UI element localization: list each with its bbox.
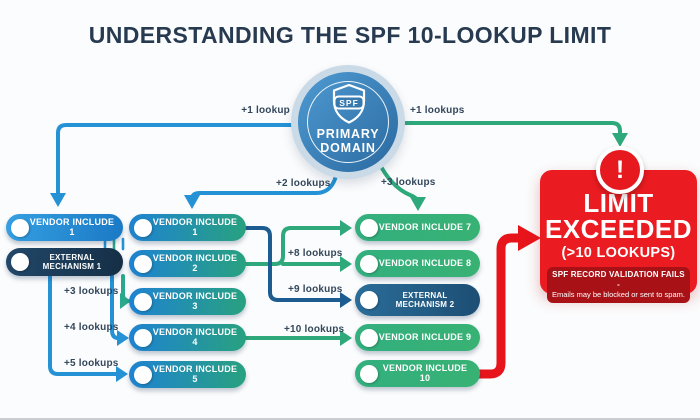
pill-dot-icon [134,292,152,311]
limit-note-body: Emails may be blocked or sent to spam. [552,290,685,299]
svg-text:SPF: SPF [339,98,359,108]
pill-dot-icon [11,218,29,237]
node-right-vendor-include-7: VENDOR INCLUDE 7 [355,214,480,241]
edge-primary-to-limit [356,121,628,147]
pill-dot-icon [360,291,378,309]
edge-label-plus8-lookups: +8 lookups [288,248,343,259]
edge-label-plus1-lookups: +1 lookups [410,105,465,116]
pill-dot-icon [360,254,378,273]
pill-dot-icon [360,364,378,383]
primary-domain-label-line1: PRIMARY [316,127,380,141]
edge-external1-to-mid-vendor4 [110,274,129,346]
node-right-vendor-include-9: VENDOR INCLUDE 9 [355,324,480,351]
pill-dot-icon [11,253,29,271]
limit-subtitle: (>10 LOOKUPS) [561,245,676,261]
pill-dot-icon [134,254,152,273]
spf-shield-icon: SPF [332,84,366,124]
primary-domain-inner-ring [307,81,389,163]
limit-title-line1: LIMIT [583,188,654,218]
limit-title-line2: EXCEEDED [544,214,693,244]
node-right-vendor-include-8: VENDOR INCLUDE 8 [355,250,480,277]
edge-mid-vendor1-to-external2 [244,226,352,308]
bottom-edge-line [0,418,700,420]
edge-mid-vendor4-to-right-vendor9 [244,330,352,346]
primary-domain-label-line2: DOMAIN [320,141,376,155]
pill-dot-icon [134,328,152,347]
node-mid-vendor-include-5: VENDOR INCLUDE 5 [129,361,246,388]
edge-label-plus3-lookups-left: +3 lookups [64,286,119,297]
edge-label-plus1-lookup: +1 lookup [241,105,290,116]
edge-label-plus2-lookups: +2 lookups [276,178,331,189]
edge-label-plus3-lookups-right: +3 lookups [381,177,436,188]
limit-note: SPF RECORD VALIDATION FAILS - Emails may… [547,267,690,303]
node-external-mechanism-1: EXTERNAL MECHANISM 1 [6,248,123,276]
pill-dot-icon [360,328,378,347]
edge-external1-to-mid-vendor3 [120,274,131,309]
node-mid-vendor-include-1: VENDOR INCLUDE 1 [129,214,246,241]
edge-external1-to-mid-vendor5 [48,274,128,382]
edge-primary-to-right-vendor7 [374,154,426,211]
exclamation-icon: ! [596,146,644,194]
edge-mid-vendor2-to-right-vendor8 [281,256,352,272]
edge-label-plus4-lookups: +4 lookups [64,322,119,333]
limit-exceeded-card: LIMIT EXCEEDED (>10 LOOKUPS) SPF RECORD … [540,170,697,303]
node-mid-vendor-include-3: VENDOR INCLUDE 3 [129,288,246,315]
limit-note-title: SPF RECORD VALIDATION FAILS - [552,270,685,289]
pill-dot-icon [360,218,378,237]
node-mid-vendor-include-4: VENDOR INCLUDE 4 [129,324,246,351]
edge-label-plus9-lookups: +9 lookups [288,284,343,295]
edge-mid-vendor2-to-right-vendor7 [244,220,352,266]
pill-dot-icon [134,218,152,237]
node-right-vendor-include-10: VENDOR INCLUDE 10 [355,360,480,387]
node-left-vendor-include-1: VENDOR INCLUDE 1 [6,214,123,241]
edge-vendor10-to-limit [467,225,541,379]
edge-primary-to-left-vendor1 [50,123,334,207]
node-external-mechanism-2: EXTERNAL MECHANISM 2 [355,284,480,316]
pill-dot-icon [134,365,152,384]
edge-label-plus5-lookups: +5 lookups [64,358,119,369]
node-mid-vendor-include-2: VENDOR INCLUDE 2 [129,250,246,277]
edge-label-plus10-lookups: +10 lookups [284,324,345,335]
page-title: UNDERSTANDING THE SPF 10-LOOKUP LIMIT [88,22,612,48]
